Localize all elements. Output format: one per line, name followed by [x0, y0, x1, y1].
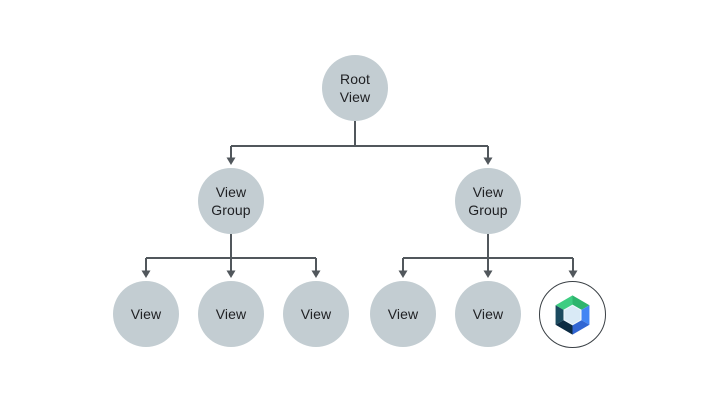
node-label-line: Group [468, 202, 508, 218]
arrow-down-icon [398, 270, 408, 278]
node-root-view: Root View [322, 55, 388, 121]
connector-line [230, 121, 489, 159]
connector-line [145, 234, 317, 271]
connector-left-group-to-views [141, 234, 321, 278]
arrow-down-icon [226, 157, 236, 165]
node-view-leaf: View [370, 281, 436, 347]
arrow-down-icon [311, 270, 321, 278]
node-view-leaf: View [455, 281, 521, 347]
node-label: View [130, 306, 162, 322]
node-label-line: View [339, 89, 371, 105]
node-label-line: View [215, 184, 247, 200]
node-label: View [387, 306, 419, 322]
node-view-group-right: View Group [455, 168, 521, 234]
jetpack-compose-icon [555, 294, 590, 335]
node-label-line: Root [340, 71, 370, 87]
arrow-down-icon [226, 270, 236, 278]
node-view-leaf: View [198, 281, 264, 347]
node-label-line: Group [211, 202, 251, 218]
arrow-down-icon [483, 270, 493, 278]
node-view-leaf: View [113, 281, 179, 347]
node-label: View [300, 306, 332, 322]
node-label: View Group [455, 183, 521, 219]
node-label: Root View [322, 70, 388, 106]
node-label: View [215, 306, 247, 322]
node-view-leaf: View [283, 281, 349, 347]
connector-right-group-to-children [398, 234, 578, 278]
connector-root-to-groups [226, 121, 493, 165]
node-view-group-left: View Group [198, 168, 264, 234]
arrow-down-icon [483, 157, 493, 165]
arrow-down-icon [141, 270, 151, 278]
node-label: View Group [198, 183, 264, 219]
connector-line [402, 234, 574, 271]
node-label: View [472, 306, 504, 322]
compose-center-hexagon [563, 304, 582, 325]
arrow-down-icon [568, 270, 578, 278]
node-jetpack-compose [539, 281, 606, 348]
node-label-line: View [472, 184, 504, 200]
